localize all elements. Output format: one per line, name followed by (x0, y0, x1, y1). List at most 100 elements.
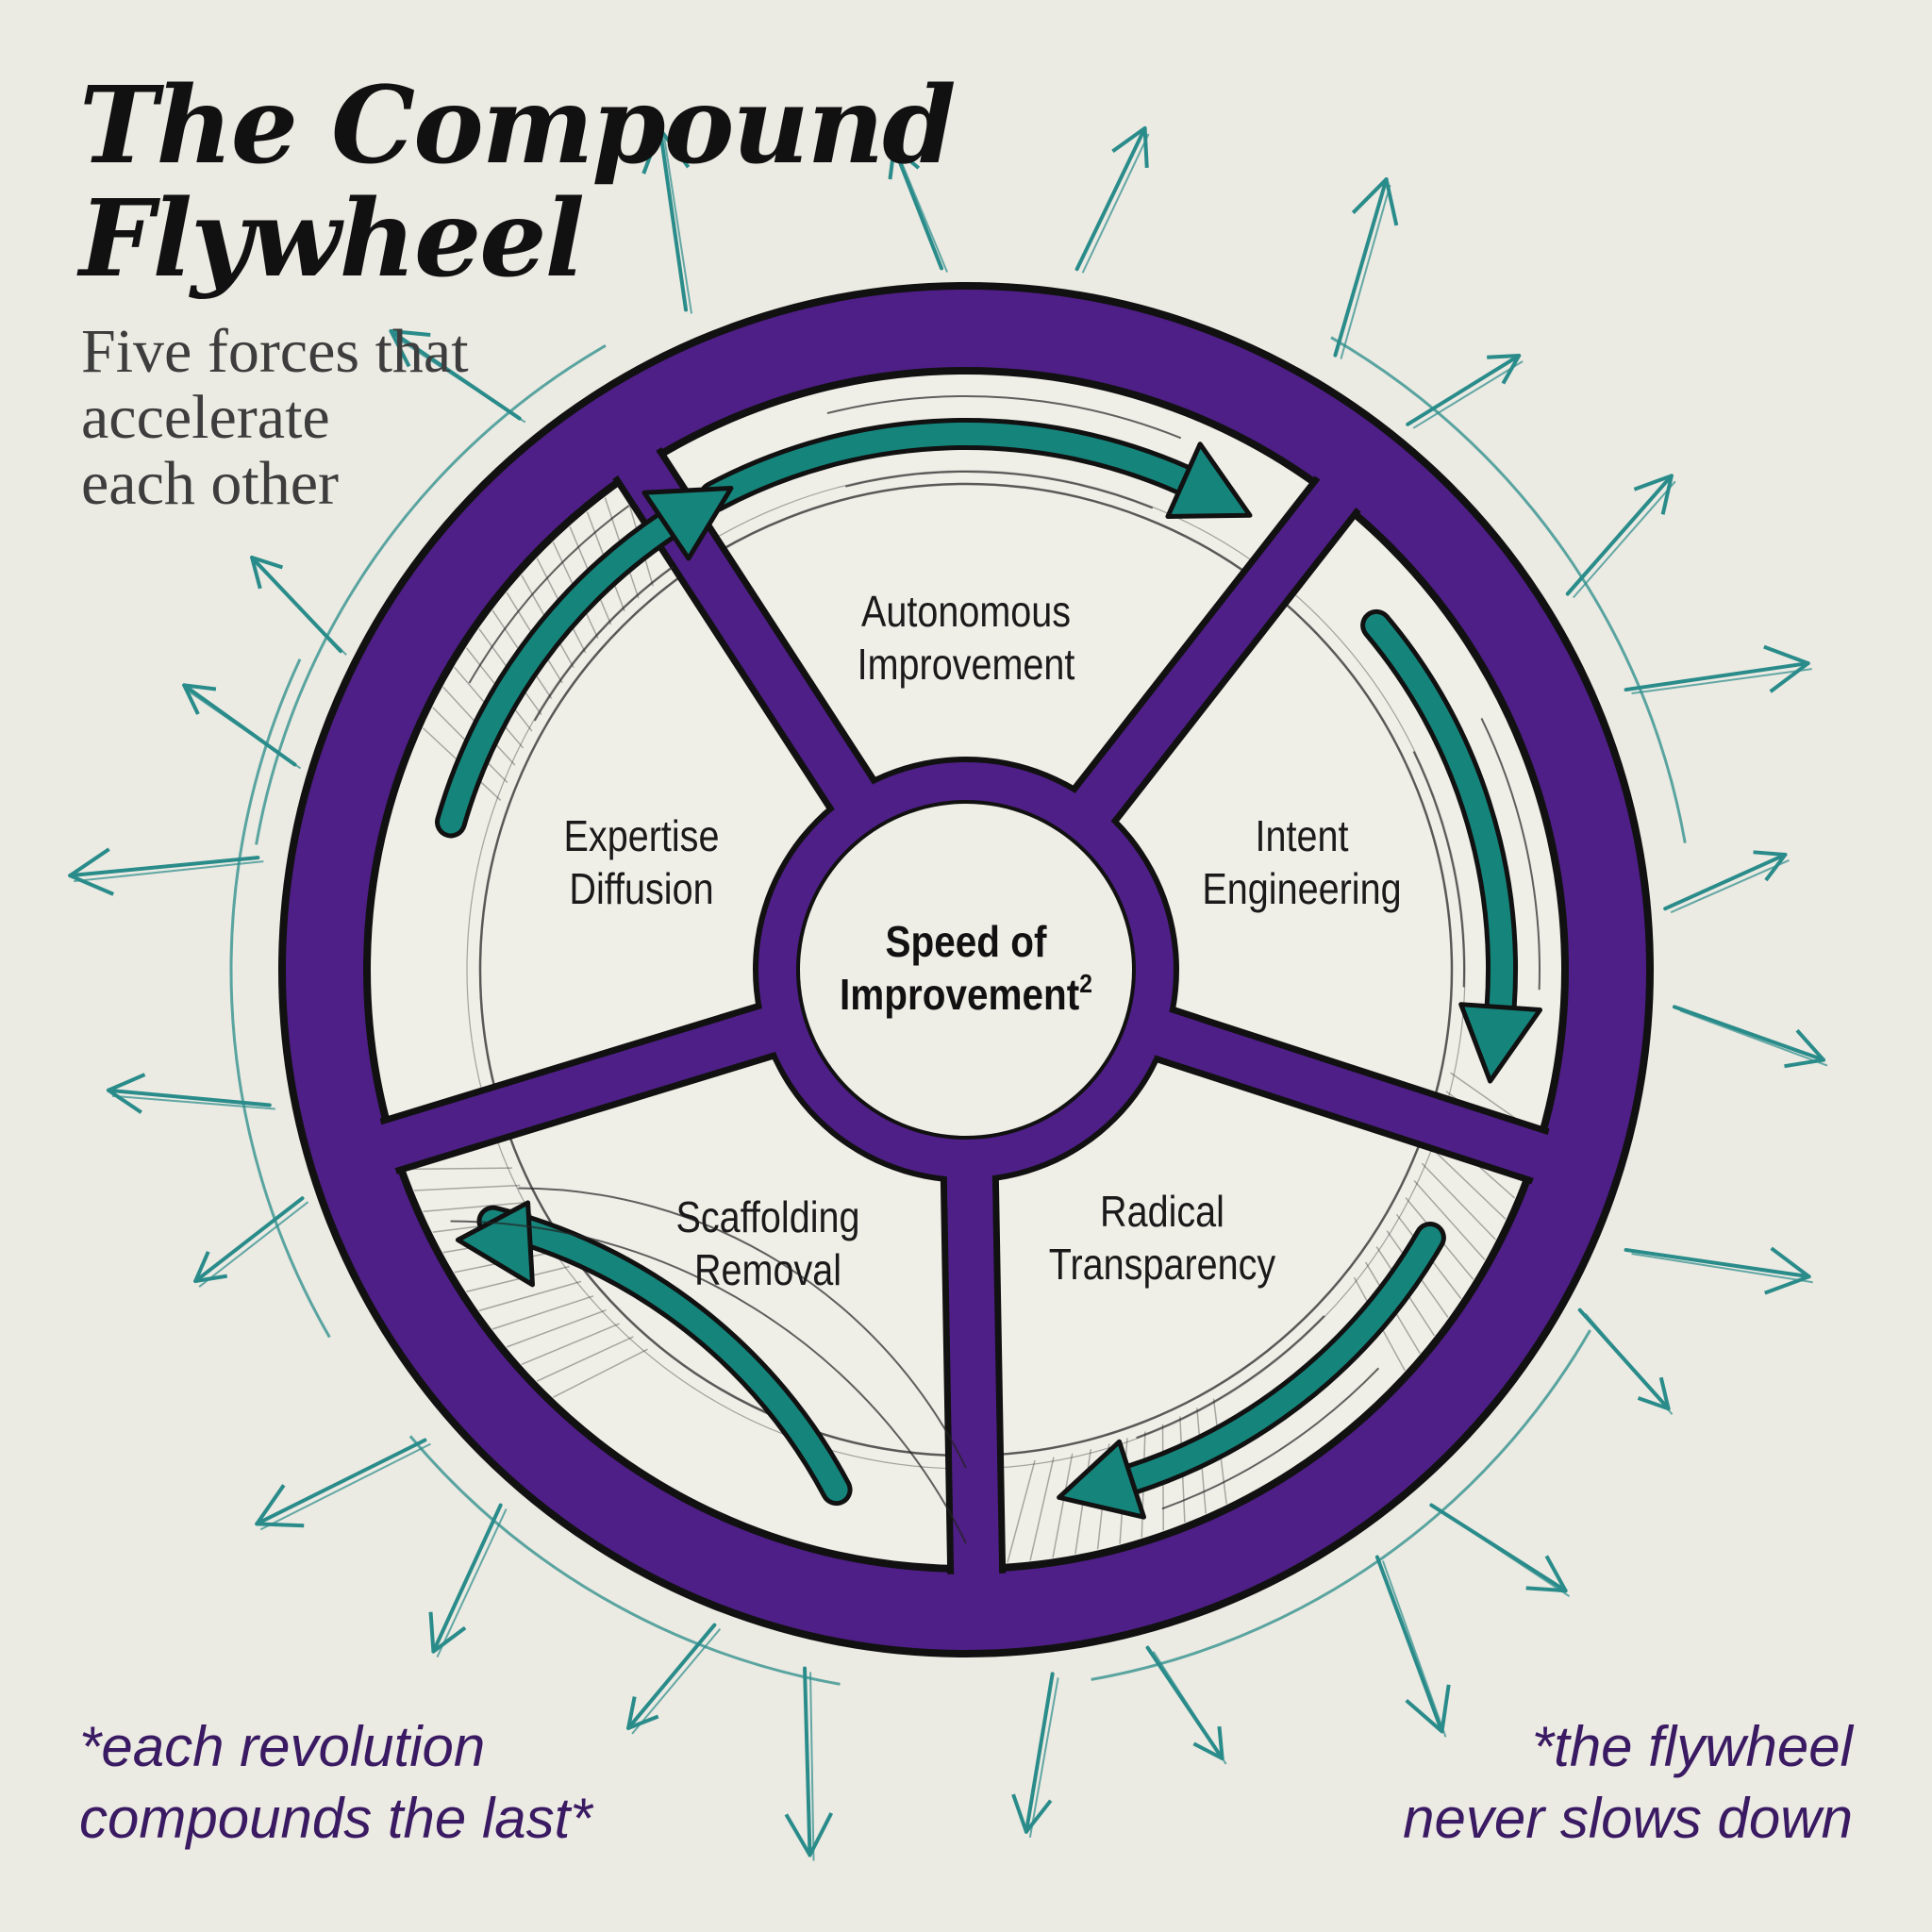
arrow-shaft-sketch (259, 1442, 431, 1531)
arrow-shaft-sketch (1631, 668, 1812, 695)
hatch-line (414, 1184, 521, 1191)
arrow-shaft-sketch (1670, 859, 1790, 914)
outward-arrow-icon (182, 683, 302, 770)
hatch-line (478, 1280, 582, 1312)
arrow-shaft (1074, 125, 1147, 272)
arrow-head (1763, 644, 1810, 693)
hub-label-superscript: 2 (1079, 969, 1092, 998)
spoke-hub-join (1059, 768, 1131, 841)
speed-line (533, 566, 675, 722)
arrow-shaft-sketch (1572, 480, 1676, 599)
arrow-shaft (891, 145, 944, 271)
spoke-hub-join (731, 1001, 800, 1061)
outward-arrow-icon (68, 847, 264, 896)
segment-label-autonomous-improvement: Autonomous Improvement (840, 585, 1092, 691)
outward-arrow-icon (641, 127, 693, 314)
arrow-shaft (1406, 354, 1522, 426)
outward-arrow-icon (1663, 850, 1790, 914)
arrow-shaft-sketch (255, 562, 347, 656)
arrow-head (1784, 1028, 1825, 1069)
speed-line (1136, 1315, 1325, 1440)
outward-arrow-icon (1565, 474, 1676, 599)
subtitle: Five forces that accelerate each other (81, 319, 469, 517)
sketch-arc (229, 658, 331, 1339)
hatch-line (536, 1336, 634, 1382)
arrow-shaft-sketch (1631, 1252, 1813, 1284)
outward-arrow-icon (428, 1503, 508, 1658)
speed-line (450, 1220, 967, 1544)
flow-arrow-shaft (703, 423, 1196, 508)
footnote-right-line-1: *the flywheel (1531, 1715, 1853, 1778)
arrow-shaft (1024, 1672, 1055, 1834)
arrow-head (182, 683, 217, 715)
arrow-shaft (1374, 1555, 1444, 1734)
hatch-line (423, 1201, 529, 1212)
arrow-shaft (68, 856, 260, 878)
flow-arrow-shaft (481, 1209, 848, 1502)
hatch-line (1413, 1180, 1486, 1260)
hatch-line (491, 1295, 594, 1330)
spoke-hub-join (946, 1150, 993, 1208)
segment-label-line: Intent (1255, 811, 1349, 860)
arrow-shaft (803, 1666, 812, 1857)
arrow-shaft-sketch (1028, 1677, 1059, 1838)
footnote-right-line-2: never slows down (1403, 1787, 1853, 1850)
title-line-1: The Compound (79, 64, 957, 188)
sketch-arc (255, 344, 607, 845)
hatch-line (1007, 1459, 1036, 1563)
arrow-shaft-sketch (1412, 360, 1524, 429)
arrow-shaft (626, 1623, 717, 1730)
arrow-head (888, 145, 921, 180)
hatch-line (1421, 1162, 1496, 1241)
speed-line (845, 471, 1154, 509)
hatch-line (466, 1265, 570, 1293)
arrow-shaft-sketch (1584, 1313, 1674, 1415)
arrow-head (389, 328, 431, 368)
arrow-shaft (1663, 852, 1788, 911)
speed-line (1412, 751, 1466, 988)
outward-arrow-icon (1074, 125, 1150, 274)
spoke (1071, 475, 1359, 826)
hub-label-main: Improvement (840, 970, 1080, 1019)
flywheel (278, 282, 1654, 1657)
outward-arrow-icon (1145, 1645, 1227, 1765)
segment-label-line: Removal (693, 1245, 842, 1294)
spoke-hub-join (1131, 1004, 1200, 1065)
speed-line (518, 1187, 967, 1469)
segment-label-radical-transparency: Radical Transparency (1030, 1185, 1294, 1291)
arrow-shaft-sketch (1381, 1560, 1447, 1738)
hatch-line (406, 1167, 512, 1171)
arrow-shaft-sketch (1340, 184, 1391, 359)
hatch-line (521, 1323, 620, 1365)
flow-arrow-head (1165, 441, 1253, 519)
sketch-arc (408, 1435, 841, 1686)
segment-label-intent-engineering: Intent Engineering (1186, 809, 1418, 915)
arrow-shaft-sketch (436, 1508, 508, 1658)
arrow-shaft-sketch (631, 1627, 722, 1735)
arrow-shaft (255, 1438, 427, 1526)
arrow-shaft (193, 1196, 305, 1284)
arrow-head (641, 127, 691, 175)
footnote-left-line-2: compounds the last* (79, 1787, 592, 1850)
arrow-head (106, 1073, 146, 1114)
outward-arrow-icon (1577, 1307, 1674, 1415)
hub-label: Speed of Improvement2 (823, 915, 1109, 1021)
outward-arrow-icon (1624, 644, 1812, 695)
arrow-shaft (658, 127, 689, 312)
hatch-line (1428, 1144, 1507, 1220)
spoke (376, 1007, 782, 1170)
rim-cover (288, 291, 1644, 1648)
arrow-shaft (431, 1503, 503, 1654)
footnote-left: *each revolution compounds the last* (79, 1711, 592, 1855)
arrow-head (1487, 354, 1522, 385)
subtitle-line-3: each other (81, 449, 339, 518)
arrow-head (428, 1611, 467, 1654)
arrow-shaft (1333, 177, 1389, 358)
outward-arrow-icon (1672, 1005, 1828, 1069)
arrow-head (1192, 1725, 1224, 1760)
speed-line (468, 505, 630, 684)
hub-label-line-2: Improvement2 (840, 968, 1092, 1021)
arrow-head (1351, 177, 1399, 226)
outward-arrow-icon (1333, 177, 1399, 359)
footnote-left-line-1: *each revolution (79, 1715, 486, 1778)
